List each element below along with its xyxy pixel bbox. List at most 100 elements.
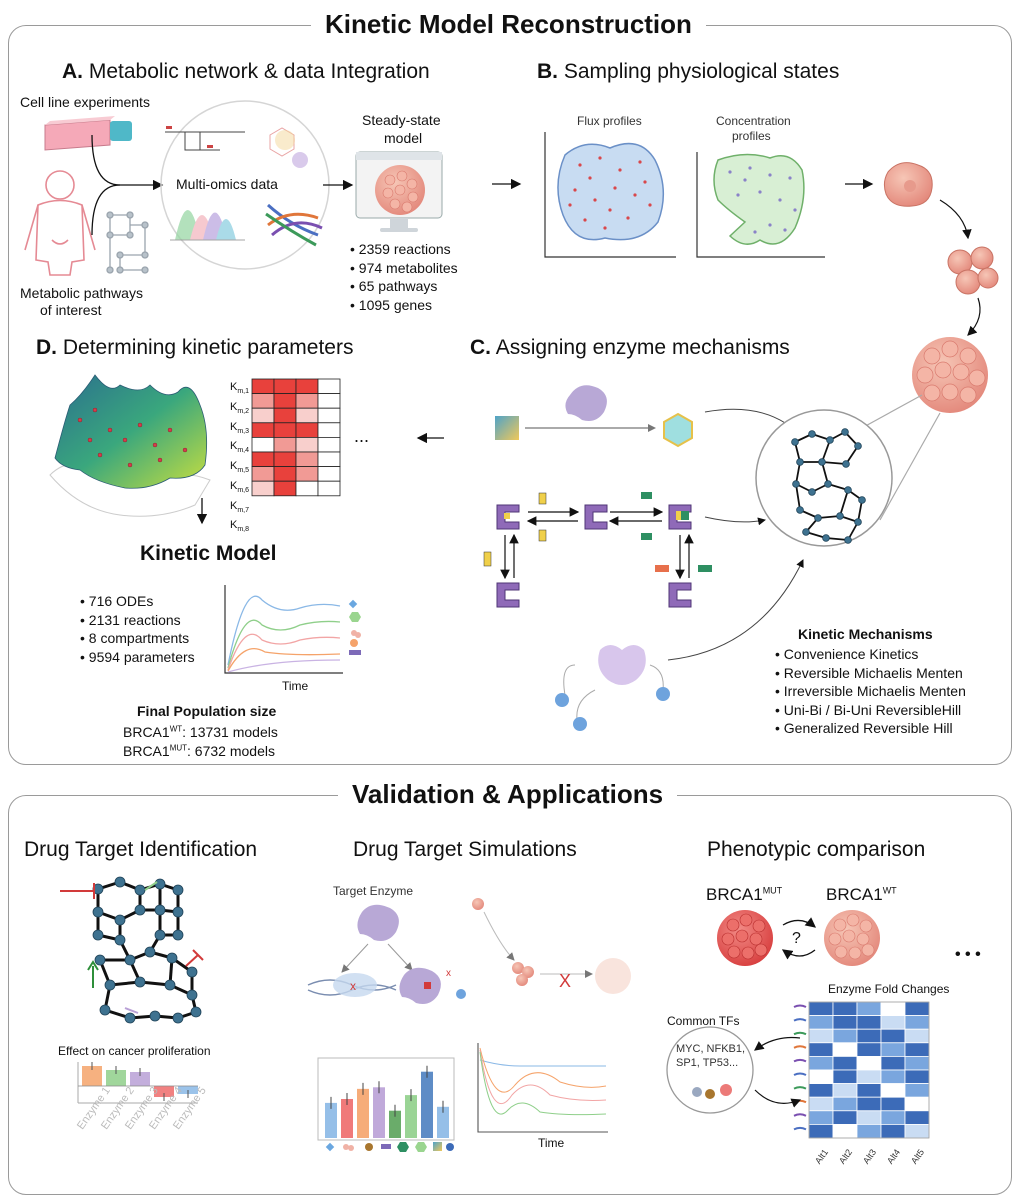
growth-arrow — [967, 297, 981, 336]
fold-change-cell — [904, 1015, 930, 1030]
simulation-bar-chart — [317, 1057, 455, 1141]
section-c-letter: C. — [470, 336, 491, 359]
flask-icon — [44, 116, 132, 151]
fold-change-cell — [856, 1083, 882, 1098]
fold-change-cell — [808, 1069, 834, 1085]
kinetic-model-title: Kinetic Model — [140, 542, 277, 565]
km-cell — [251, 393, 275, 409]
fold-change-cell — [904, 1042, 930, 1057]
growth-arrow — [939, 199, 972, 240]
flux-label: Flux profiles — [577, 114, 642, 128]
network-node — [149, 1010, 161, 1022]
growth-inhibition-icon: X — [472, 898, 631, 994]
wt-population: BRCA1WT: 13731 models — [123, 724, 278, 740]
km-cell — [317, 451, 341, 468]
km-label: Km,2 — [230, 400, 250, 415]
km-cell — [317, 378, 341, 395]
km-ellipsis: ... — [354, 426, 370, 446]
network-node — [824, 480, 832, 488]
network-node — [144, 946, 156, 958]
km-label: Km,7 — [230, 499, 250, 514]
km-cell — [273, 436, 297, 453]
simulation-bar — [341, 1099, 353, 1138]
km-cell — [273, 407, 297, 424]
network-node — [92, 906, 104, 918]
network-node — [841, 428, 849, 436]
simulation-bar — [389, 1110, 401, 1138]
inhibited-enzyme-icon: x — [399, 967, 466, 1004]
dna-row-icon — [793, 1113, 807, 1117]
fold-change-cell — [832, 1042, 858, 1057]
population-title: Final Population size — [137, 703, 277, 719]
network-node — [858, 496, 866, 504]
simulation-bar — [373, 1087, 385, 1138]
network-node — [134, 976, 146, 988]
km-cell — [317, 480, 341, 497]
km-label: Km,4 — [230, 440, 250, 455]
fold-change-cell — [904, 1110, 930, 1125]
network-node — [164, 979, 176, 991]
brca1-mut-spheroid-icon — [717, 910, 773, 966]
steady-state-stats: 2359 reactions 974 metabolites 65 pathwa… — [350, 240, 458, 314]
fold-change-cell — [904, 1096, 930, 1112]
km-cell — [251, 436, 275, 453]
conc-label-2: profiles — [732, 129, 771, 143]
simulation-icons — [325, 1142, 454, 1152]
dna-row-icon — [793, 1058, 807, 1063]
tf-icon — [692, 1087, 702, 1097]
fold-change-cell — [832, 1056, 858, 1071]
section-b-heading: Sampling physiological states — [563, 60, 840, 83]
fold-change-cell — [856, 1096, 882, 1112]
fold-change-cell — [880, 1001, 906, 1017]
cell-line-label: Cell line experiments — [20, 94, 150, 110]
network-node — [134, 904, 146, 916]
section-a-title: A. Metabolic network & data Integration — [62, 60, 430, 84]
fold-change-cell — [880, 1042, 906, 1057]
network-node — [186, 989, 198, 1001]
section-d-title: D. Determining kinetic parameters — [36, 336, 353, 360]
section-b-title: B. Sampling physiological states — [537, 60, 839, 84]
omics-peaks-icon — [170, 210, 245, 241]
simulation-bar — [421, 1071, 433, 1138]
product-hexagon-icon — [663, 412, 693, 448]
bound-substrate — [504, 513, 510, 519]
network-node — [808, 430, 816, 438]
network-node — [124, 1012, 136, 1024]
dna-row-icon — [793, 1018, 807, 1022]
mechanism-item: Irreversible Michaelis Menten — [775, 682, 966, 701]
tfs-title: Common TFs — [667, 1014, 740, 1028]
bound-substrate — [676, 511, 681, 520]
stat-item: 1095 genes — [350, 296, 458, 315]
tf-arrow — [754, 1036, 801, 1051]
network-node — [808, 488, 816, 496]
km-label: Km,5 — [230, 460, 250, 475]
allosteric-enzyme-icon — [555, 645, 670, 731]
section-d-letter: D. — [36, 336, 57, 359]
phenotypic-title: Phenotypic comparison — [707, 838, 926, 861]
fold-change-cell — [832, 1069, 858, 1085]
km-cell — [273, 466, 297, 482]
stat-item: 9594 parameters — [80, 648, 195, 667]
omics-circle — [160, 100, 330, 270]
network-node — [154, 878, 166, 890]
fold-change-cell — [904, 1056, 930, 1071]
tf-icon — [705, 1089, 715, 1099]
drug-target-id-title: Drug Target Identification — [24, 838, 258, 861]
network-node — [854, 442, 862, 450]
concentration-profile-plot — [696, 152, 825, 258]
conc-label-1: Concentration — [716, 114, 791, 128]
mut-population: BRCA1MUT: 6732 models — [123, 743, 275, 759]
fold-change-cell — [880, 1124, 906, 1139]
mechanism-item: Reversible Michaelis Menten — [775, 664, 966, 683]
fold-change-cell — [856, 1042, 882, 1057]
fold-change-cell — [880, 1015, 906, 1030]
km-heatmap — [251, 378, 341, 497]
tf-icon — [720, 1084, 732, 1096]
fold-changes-title: Enzyme Fold Changes — [828, 982, 950, 996]
network-node — [124, 954, 136, 966]
km-cell — [251, 378, 275, 395]
omics-label: Multi-omics data — [176, 176, 278, 192]
km-cell — [317, 466, 341, 482]
network-node — [842, 460, 850, 468]
